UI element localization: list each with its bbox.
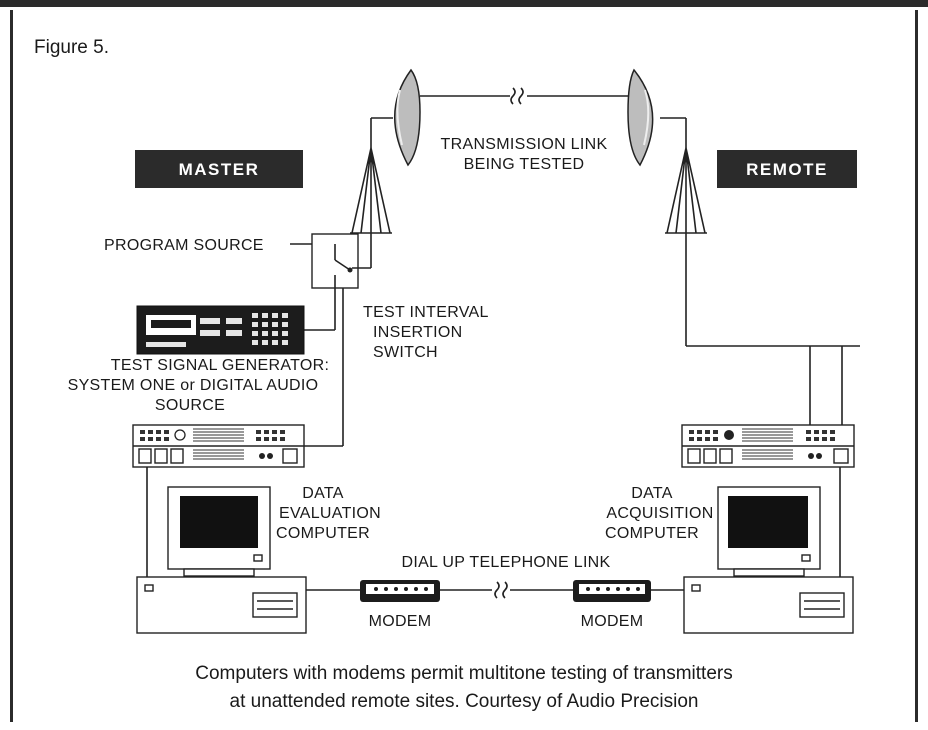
master-badge: MASTER bbox=[135, 150, 303, 188]
generator-label-1: TEST SIGNAL GENERATOR: bbox=[111, 357, 330, 374]
modem-right-label: MODEM bbox=[581, 613, 644, 630]
telephone-link-line bbox=[306, 581, 684, 599]
acq-computer-label-3: COMPUTER bbox=[605, 525, 699, 542]
insertion-switch bbox=[311, 233, 372, 289]
figure-frame bbox=[10, 10, 918, 722]
acquisition-computer-icon bbox=[683, 467, 854, 634]
eval-computer-label-1: DATA bbox=[302, 485, 344, 502]
telephone-link-label: DIAL UP TELEPHONE LINK bbox=[401, 554, 610, 571]
switch-label-1: TEST INTERVAL bbox=[363, 304, 489, 321]
analyzer-left bbox=[132, 424, 305, 468]
eval-computer-label-3: COMPUTER bbox=[276, 525, 370, 542]
acq-computer-label-2: ACQUISITION bbox=[606, 505, 713, 522]
transmission-link-label-1: TRANSMISSION LINK bbox=[441, 136, 608, 153]
dish-left-icon bbox=[393, 68, 421, 167]
modem-right-icon bbox=[573, 580, 651, 602]
transmission-link-line bbox=[420, 87, 628, 105]
caption-line-1: Computers with modems permit multitone t… bbox=[195, 663, 733, 684]
switch-label-2: INSERTION bbox=[373, 324, 463, 341]
figure-caption: Computers with modems permit multitone t… bbox=[0, 660, 928, 716]
generator-label-3: SOURCE bbox=[155, 397, 225, 414]
figure-title: Figure 5. bbox=[34, 37, 109, 58]
switch-label-3: SWITCH bbox=[373, 344, 438, 361]
top-border bbox=[0, 0, 928, 7]
transmission-link-label-2: BEING TESTED bbox=[464, 156, 585, 173]
tower-right-icon bbox=[660, 117, 860, 425]
remote-badge: REMOTE bbox=[717, 150, 857, 188]
test-signal-generator bbox=[136, 305, 305, 355]
caption-line-2: at unattended remote sites. Courtesy of … bbox=[229, 691, 699, 712]
tower-left-icon bbox=[350, 117, 393, 234]
eval-computer-label-2: EVALUATION bbox=[279, 505, 381, 522]
modem-left-icon bbox=[360, 580, 440, 602]
master-badge-label: MASTER bbox=[179, 160, 260, 179]
analyzer-right bbox=[681, 424, 855, 468]
generator-label-2: SYSTEM ONE or DIGITAL AUDIO bbox=[68, 377, 319, 394]
acq-computer-label-1: DATA bbox=[631, 485, 673, 502]
dish-right-icon bbox=[627, 68, 654, 167]
remote-badge-label: REMOTE bbox=[746, 160, 828, 179]
program-source-label: PROGRAM SOURCE bbox=[104, 237, 264, 254]
modem-left-label: MODEM bbox=[369, 613, 432, 630]
evaluation-computer-icon bbox=[136, 467, 307, 634]
